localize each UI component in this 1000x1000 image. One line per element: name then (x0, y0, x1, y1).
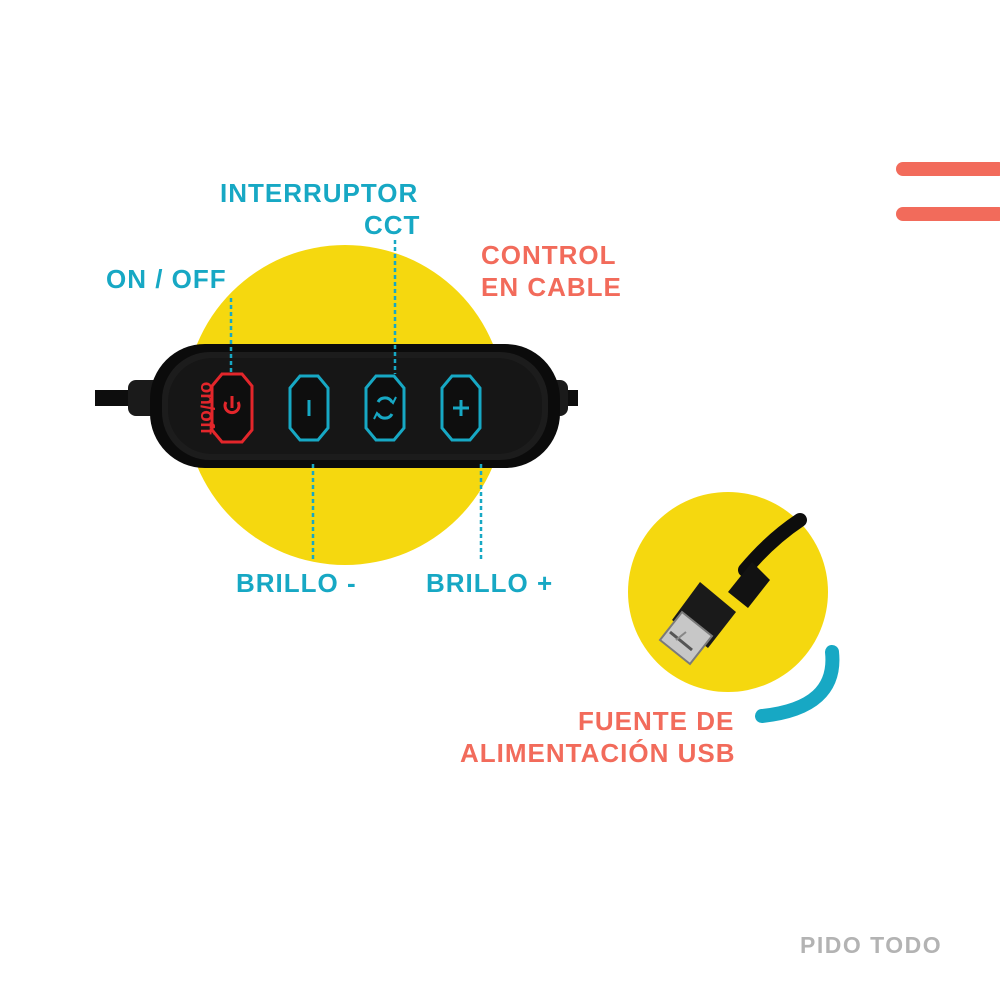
brand-watermark: PIDO TODO (800, 932, 943, 958)
label-brillo-plus: BRILLO + (426, 568, 554, 598)
label-cct: CCT (364, 210, 421, 240)
button-cct[interactable] (364, 374, 406, 442)
label-fuente-line1: FUENTE DE (578, 706, 735, 736)
button-minus[interactable] (288, 374, 330, 442)
decor-arc (755, 645, 840, 723)
usb-plug (658, 513, 807, 666)
label-control-line1: CONTROL (481, 240, 617, 270)
label-brillo-minus: BRILLO - (236, 568, 357, 598)
button-plus[interactable] (440, 374, 482, 442)
label-fuente-line2: ALIMENTACIÓN USB (460, 738, 736, 768)
label-interruptor: INTERRUPTOR (220, 178, 419, 208)
decor-bar-top (896, 162, 1000, 176)
decor-bar-bottom (896, 207, 1000, 221)
plus-icon (453, 400, 469, 416)
cycle-icon (373, 396, 397, 420)
button-power[interactable] (210, 372, 254, 444)
label-control-line2: EN CABLE (481, 272, 622, 302)
device-side-text: on/off (196, 382, 217, 435)
power-icon (223, 396, 241, 415)
label-on-off: ON / OFF (106, 264, 227, 294)
